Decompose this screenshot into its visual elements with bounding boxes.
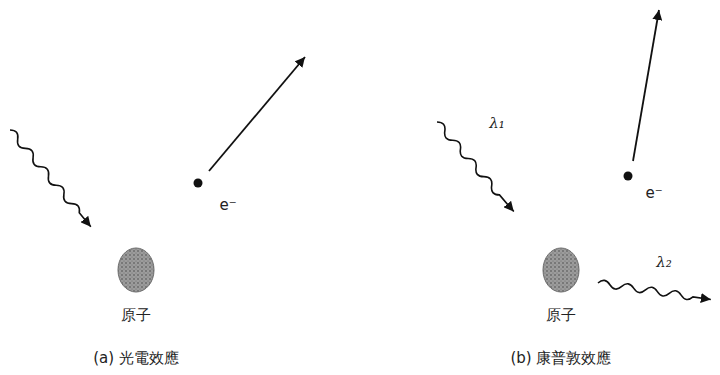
wavelength-label: λ₁: [489, 114, 505, 132]
panel-caption: (a) 光電效應: [93, 349, 179, 368]
electron-dot: [194, 179, 203, 188]
wavelength-label: λ₂: [656, 253, 672, 271]
electron-label: e⁻: [219, 196, 236, 214]
electron-label: e⁻: [645, 184, 662, 202]
electron-arrow: [209, 57, 305, 171]
atom-shape: [0, 246, 291, 294]
electron-dot: [624, 172, 633, 181]
photon-wave: [434, 120, 516, 214]
atom-label: 原子: [0, 306, 291, 325]
atom-node: 原子: [0, 246, 291, 325]
photon-wave: [597, 280, 711, 303]
atom-label: 原子: [406, 306, 716, 325]
photon-wave: [7, 128, 93, 229]
panel-caption: (b) 康普敦效應: [511, 349, 612, 368]
electron-arrow: [633, 10, 659, 161]
